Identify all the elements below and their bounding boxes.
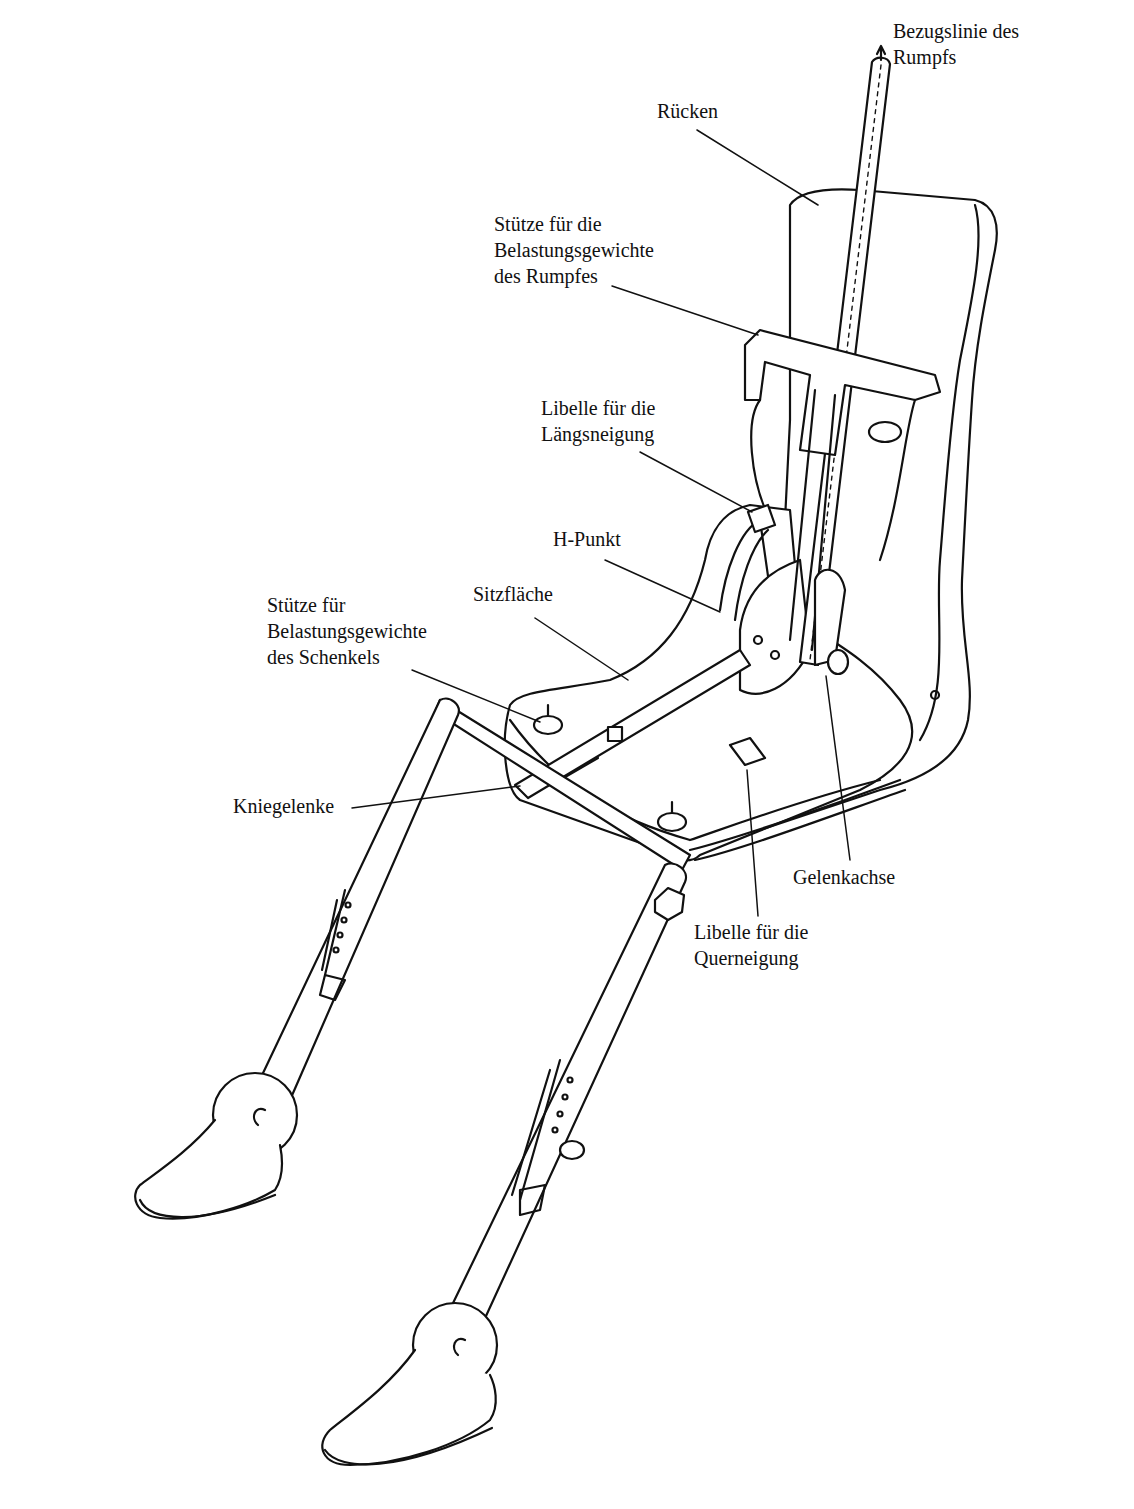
adjust-hole bbox=[568, 1078, 573, 1083]
adjust-hole bbox=[558, 1112, 563, 1117]
leader-line bbox=[535, 618, 628, 680]
leg-adjust-holes bbox=[322, 890, 345, 975]
part-label: H-Punkt bbox=[553, 526, 653, 552]
leg-clamp bbox=[520, 1185, 545, 1215]
leader-line bbox=[747, 770, 758, 916]
left-thigh-leg bbox=[255, 699, 459, 1100]
torso-yoke bbox=[751, 400, 915, 560]
torso-weight-support bbox=[745, 330, 940, 455]
leader-line bbox=[352, 786, 520, 808]
part-label: Libelle für die Querneigung bbox=[694, 919, 844, 971]
part-label: Stütze für Belastungsgewichte des Schenk… bbox=[267, 592, 457, 670]
part-label: Bezugslinie des Rumpfs bbox=[893, 18, 1053, 70]
leader-line bbox=[412, 670, 540, 722]
leader-line bbox=[826, 676, 850, 860]
part-label: Rücken bbox=[657, 98, 757, 124]
leg-clamp bbox=[560, 1141, 584, 1159]
left-shoe bbox=[135, 1120, 282, 1219]
leg-clamp bbox=[320, 975, 345, 1000]
back-inner-edge bbox=[920, 205, 979, 740]
right-shoe bbox=[322, 1350, 495, 1465]
part-label: Libelle für die Längsneigung bbox=[541, 395, 691, 447]
bolt bbox=[754, 636, 762, 644]
adjust-hole bbox=[563, 1095, 568, 1100]
adjust-hole bbox=[342, 918, 347, 923]
ankle-pivot bbox=[454, 1339, 465, 1355]
leader-line bbox=[612, 286, 758, 335]
leader-line bbox=[697, 130, 818, 205]
leader-line bbox=[605, 560, 720, 612]
ankle-pivot bbox=[254, 1109, 265, 1125]
leader-lines bbox=[352, 130, 850, 916]
bolt bbox=[771, 651, 779, 659]
thigh-weight-stud bbox=[658, 813, 686, 831]
thigh-weight-stud bbox=[671, 802, 673, 812]
adjust-hole bbox=[338, 933, 343, 938]
part-label: Stütze für die Belastungsgewichte des Ru… bbox=[494, 211, 684, 289]
part-label: Sitzfläche bbox=[473, 581, 583, 607]
adjust-hole bbox=[346, 903, 351, 908]
adjust-hole bbox=[553, 1128, 558, 1133]
left-shoe-sole bbox=[140, 1195, 275, 1217]
leg-adjust-holes bbox=[512, 1060, 560, 1200]
knee-nut bbox=[655, 888, 684, 920]
thigh-weight-stud bbox=[534, 716, 562, 734]
round-knob bbox=[869, 422, 901, 442]
part-label: Kniegelenke bbox=[233, 793, 363, 819]
knee-cross-bar bbox=[435, 700, 690, 870]
transverse-level bbox=[730, 738, 765, 765]
bolt bbox=[931, 691, 939, 699]
adjust-hole bbox=[334, 948, 339, 953]
seat-pan bbox=[505, 505, 912, 860]
hip-plate bbox=[740, 560, 810, 694]
part-label: Gelenkachse bbox=[793, 864, 933, 890]
longitudinal-level bbox=[748, 505, 775, 532]
joint-axis-pin bbox=[828, 650, 848, 674]
reference-arrow bbox=[877, 46, 885, 60]
right-shin-leg bbox=[440, 864, 686, 1340]
leader-line bbox=[640, 452, 752, 512]
thigh-weight-stud bbox=[547, 705, 549, 715]
right-shoe-sole bbox=[325, 1428, 492, 1464]
small-block bbox=[608, 727, 622, 741]
